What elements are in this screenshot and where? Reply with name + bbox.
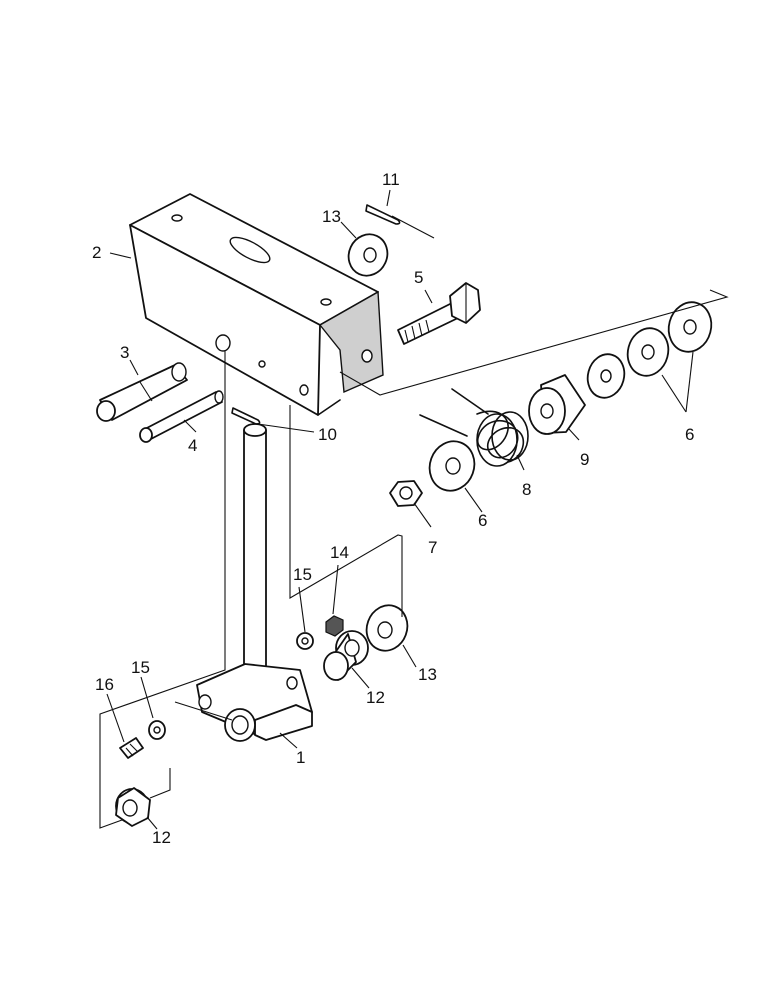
assembly-centerlines <box>99 215 729 829</box>
label-part-16: 16 <box>95 675 114 694</box>
label-part-4: 4 <box>188 436 197 455</box>
washer-part-6-stack <box>586 301 713 399</box>
spring-part-8 <box>419 388 529 467</box>
washer-part-15-right <box>296 632 314 650</box>
label-part-1: 1 <box>296 748 305 767</box>
washer-part-15-left <box>148 720 166 740</box>
label-part-5: 5 <box>414 268 423 287</box>
bolt-part-5 <box>397 282 481 345</box>
label-part-9: 9 <box>580 450 589 469</box>
label-part-6-front: 6 <box>478 511 487 530</box>
label-part-15-left: 15 <box>131 658 150 677</box>
clevis-pin-part-4 <box>139 390 224 443</box>
label-part-10: 10 <box>318 425 337 444</box>
bushing-part-12-right <box>323 630 369 681</box>
label-part-2: 2 <box>92 243 101 262</box>
nut-part-7 <box>389 480 423 507</box>
spacer-part-9 <box>528 374 586 435</box>
washer-part-13-top <box>347 233 389 277</box>
bracket-part-2 <box>129 193 384 416</box>
nut-part-14 <box>325 615 344 637</box>
label-part-12-left: 12 <box>152 828 171 847</box>
screw-part-16 <box>119 737 144 759</box>
cotter-pin-part-10 <box>231 407 261 425</box>
bushing-part-12-left <box>115 787 151 827</box>
lever-rod-part-1 <box>196 423 313 742</box>
label-part-13-top: 13 <box>322 207 341 226</box>
label-part-14: 14 <box>330 543 349 562</box>
part-labels: 2 3 4 10 11 13 5 6 9 8 6 7 15 14 13 12 1… <box>92 170 694 847</box>
label-part-8: 8 <box>522 480 531 499</box>
cotter-pin-part-11 <box>365 204 401 225</box>
washer-part-6-front <box>428 440 476 492</box>
leader-lines <box>106 189 694 830</box>
label-part-12-right: 12 <box>366 688 385 707</box>
label-part-6-stack: 6 <box>685 425 694 444</box>
washer-part-13-bottom <box>365 604 409 652</box>
label-part-15-right: 15 <box>293 565 312 584</box>
label-part-13-bottom: 13 <box>418 665 437 684</box>
clevis-pin-part-3 <box>96 362 188 422</box>
label-part-3: 3 <box>120 343 129 362</box>
label-part-7: 7 <box>428 538 437 557</box>
label-part-11: 11 <box>382 170 400 189</box>
